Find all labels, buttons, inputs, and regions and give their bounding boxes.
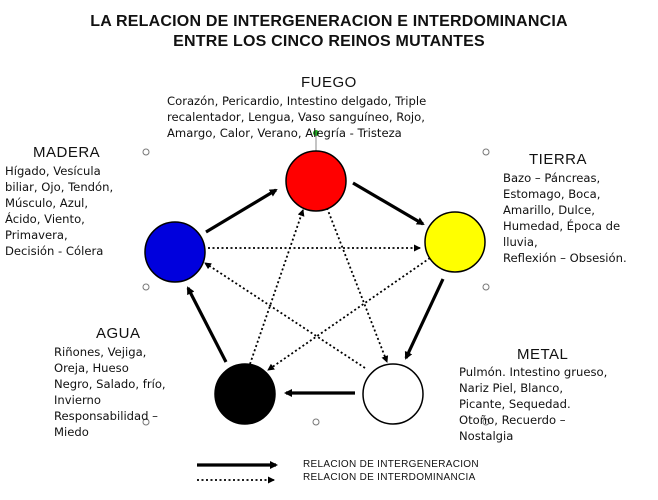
legend-intergeneration-label: RELACION DE INTERGENERACION (303, 459, 479, 470)
selection-handle (482, 283, 490, 291)
diagram-title-line-2: ENTRE LOS CINCO REINOS MUTANTES (173, 33, 485, 50)
interdominance-arrow-fuego-metal (326, 207, 389, 363)
metal-circle (362, 363, 424, 425)
intergeneration-arrow-fuego-tierra (352, 181, 425, 226)
fuego-label: FUEGO (301, 74, 357, 91)
agua-label: AGUA (96, 325, 141, 342)
fuego-circle (285, 150, 347, 212)
diagram-title-line-1: LA RELACION DE INTERGENERACION E INTERDO… (90, 13, 568, 30)
selection-handle (482, 418, 490, 426)
madera-description: Hígado, Vesícula biliar, Ojo, Tendón, Mú… (5, 164, 114, 258)
interdominance-arrow-tierra-agua (267, 257, 431, 371)
selection-handle (312, 418, 320, 426)
agua-circle (214, 363, 276, 425)
intergeneration-arrow-tierra-metal (404, 278, 445, 360)
metal-description: Pulmón. Intestino grueso, Nariz Piel, Bl… (459, 365, 608, 443)
tierra-label: TIERRA (529, 151, 588, 168)
selection-handle (142, 148, 150, 156)
metal-label: METAL (517, 346, 569, 363)
intergeneration-arrow-agua-madera (186, 286, 228, 363)
rotation-handle (313, 130, 319, 136)
interdominance-arrow-metal-madera (204, 262, 366, 369)
legend-interdominance-label: RELACION DE INTERDOMINANCIA (303, 472, 476, 483)
selection-handle (142, 283, 150, 291)
madera-label: MADERA (33, 144, 101, 161)
selection-handle (482, 148, 490, 156)
tierra-circle (424, 211, 486, 273)
intergeneration-arrow-madera-fuego (205, 188, 278, 234)
interdominance-arrow-agua-fuego (249, 209, 305, 365)
fuego-description: Corazón, Pericardio, Intestino delgado, … (167, 94, 427, 140)
selection-handle (142, 418, 150, 426)
madera-circle (144, 221, 206, 283)
tierra-description: Bazo – Páncreas, Estomago, Boca, Amarill… (503, 171, 627, 265)
agua-description: Riñones, Vejiga, Oreja, Hueso Negro, Sal… (54, 345, 166, 439)
